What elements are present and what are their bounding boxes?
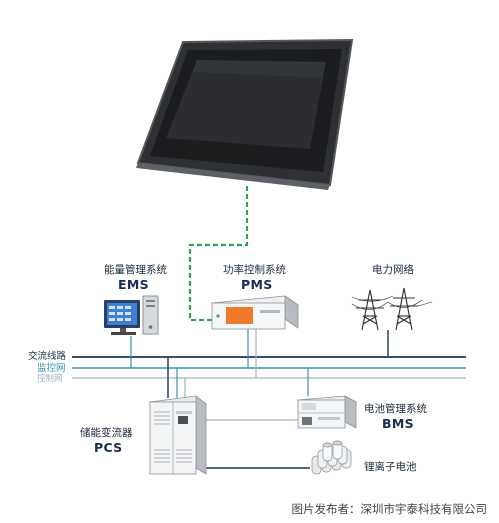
bus-drop-lines: [130, 329, 389, 469]
bms-label-cn: 电池管理系统: [364, 403, 427, 415]
ems-computer-icon: [104, 295, 159, 335]
pcs-cabinet-icon: [149, 395, 207, 475]
image-credit: 图片发布者：深圳市宇泰科技有限公司: [291, 502, 488, 516]
control-net-label: 控制网: [37, 374, 63, 384]
bms-label-en: BMS: [382, 416, 414, 431]
pms-label-en: PMS: [241, 277, 273, 292]
pcs-label-en: PCS: [94, 440, 123, 455]
bms-unit-icon: [296, 395, 358, 429]
power-grid-tower-icon: [351, 287, 433, 331]
ems-label-en: EMS: [118, 277, 149, 292]
pms-label-cn: 功率控制系统: [223, 264, 286, 276]
monitor-net-label: 监控网: [37, 363, 66, 374]
panel-to-pms-link: [188, 186, 249, 322]
battery-label-cn: 锂离子电池: [364, 461, 417, 473]
touch-panel-monitor-icon: [136, 38, 354, 190]
pms-controller-icon: [210, 295, 300, 330]
pcs-label-cn: 储能变流器: [80, 427, 133, 439]
ac-line-label: 交流线路: [28, 351, 67, 362]
lithium-battery-icon: [311, 440, 352, 475]
ems-label-cn: 能量管理系统: [104, 264, 167, 276]
grid-label-cn: 电力网络: [372, 264, 414, 276]
